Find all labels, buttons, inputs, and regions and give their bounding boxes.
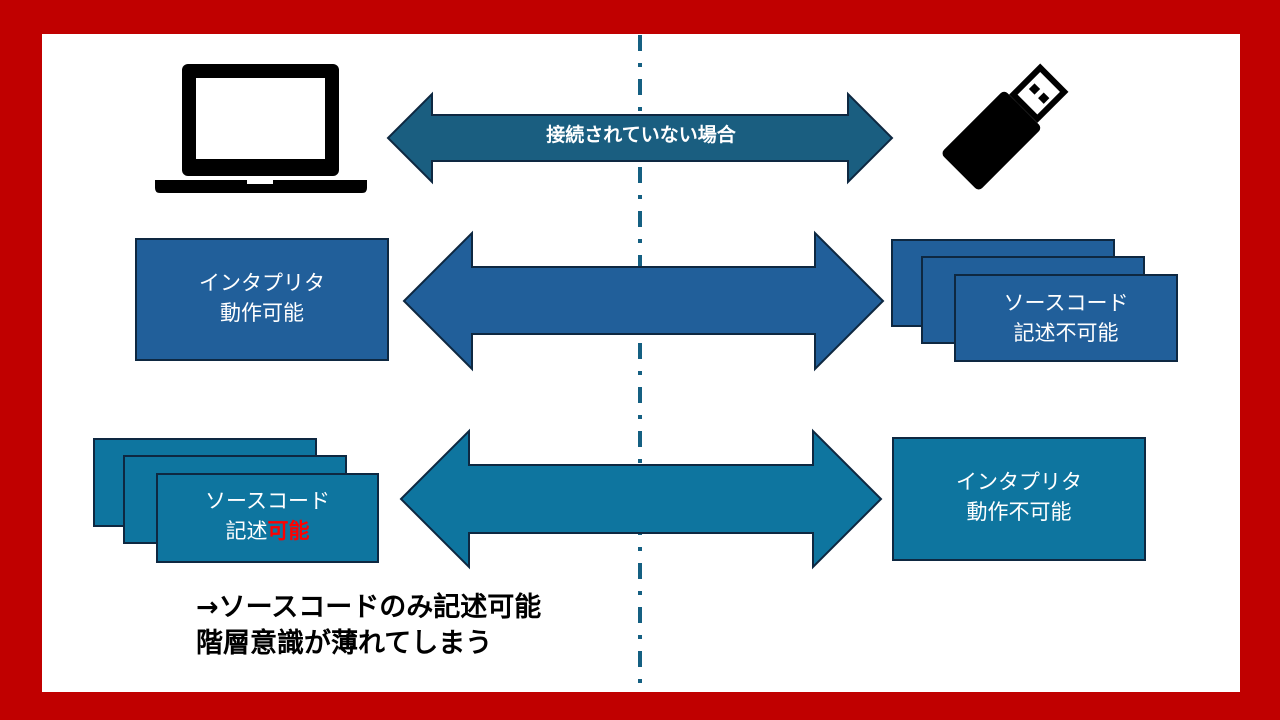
row2-left-line2-highlight: 可能 <box>267 519 310 543</box>
summary-text: →ソースコードのみ記述可能 階層意識が薄れてしまう <box>196 590 541 662</box>
laptop-icon <box>155 64 367 193</box>
row1-right-line2: 記述不可能 <box>1013 321 1119 345</box>
row1-left-line2: 動作可能 <box>220 301 304 325</box>
row1-right-line1: ソースコード <box>1003 291 1129 315</box>
summary-line1: →ソースコードのみ記述可能 <box>196 592 542 623</box>
summary-line2: 階層意識が薄れてしまう <box>196 628 493 659</box>
row1-left-line1: インタプリタ <box>199 271 325 295</box>
row2-right-line2: 動作不可能 <box>966 500 1072 524</box>
row1-interpreter-text: インタプリタ 動作可能 <box>137 268 387 328</box>
row2-source-text: ソースコード 記述可能 <box>158 486 377 546</box>
row1-source-text: ソースコード 記述不可能 <box>956 288 1176 348</box>
row2-left-line2-prefix: 記述 <box>225 519 268 543</box>
row1-interpreter-box: インタプリタ 動作可能 <box>135 238 389 361</box>
row2-interpreter-text: インタプリタ 動作不可能 <box>894 467 1144 527</box>
header-double-arrow <box>386 91 894 185</box>
row2-interpreter-box: インタプリタ 動作不可能 <box>892 437 1146 561</box>
row2-double-arrow <box>399 428 883 570</box>
row2-left-line1: ソースコード <box>205 489 330 513</box>
row2-source-code-box: ソースコード 記述可能 <box>156 473 379 563</box>
usb-drive-icon <box>942 63 1069 190</box>
row2-right-line1: インタプリタ <box>956 470 1082 494</box>
row2-left-line2: 記述可能 <box>158 516 377 546</box>
header-arrow-label: 接続されていない場合 <box>546 124 736 146</box>
row1-source-code-box: ソースコード 記述不可能 <box>954 274 1178 362</box>
row1-double-arrow <box>402 230 885 372</box>
